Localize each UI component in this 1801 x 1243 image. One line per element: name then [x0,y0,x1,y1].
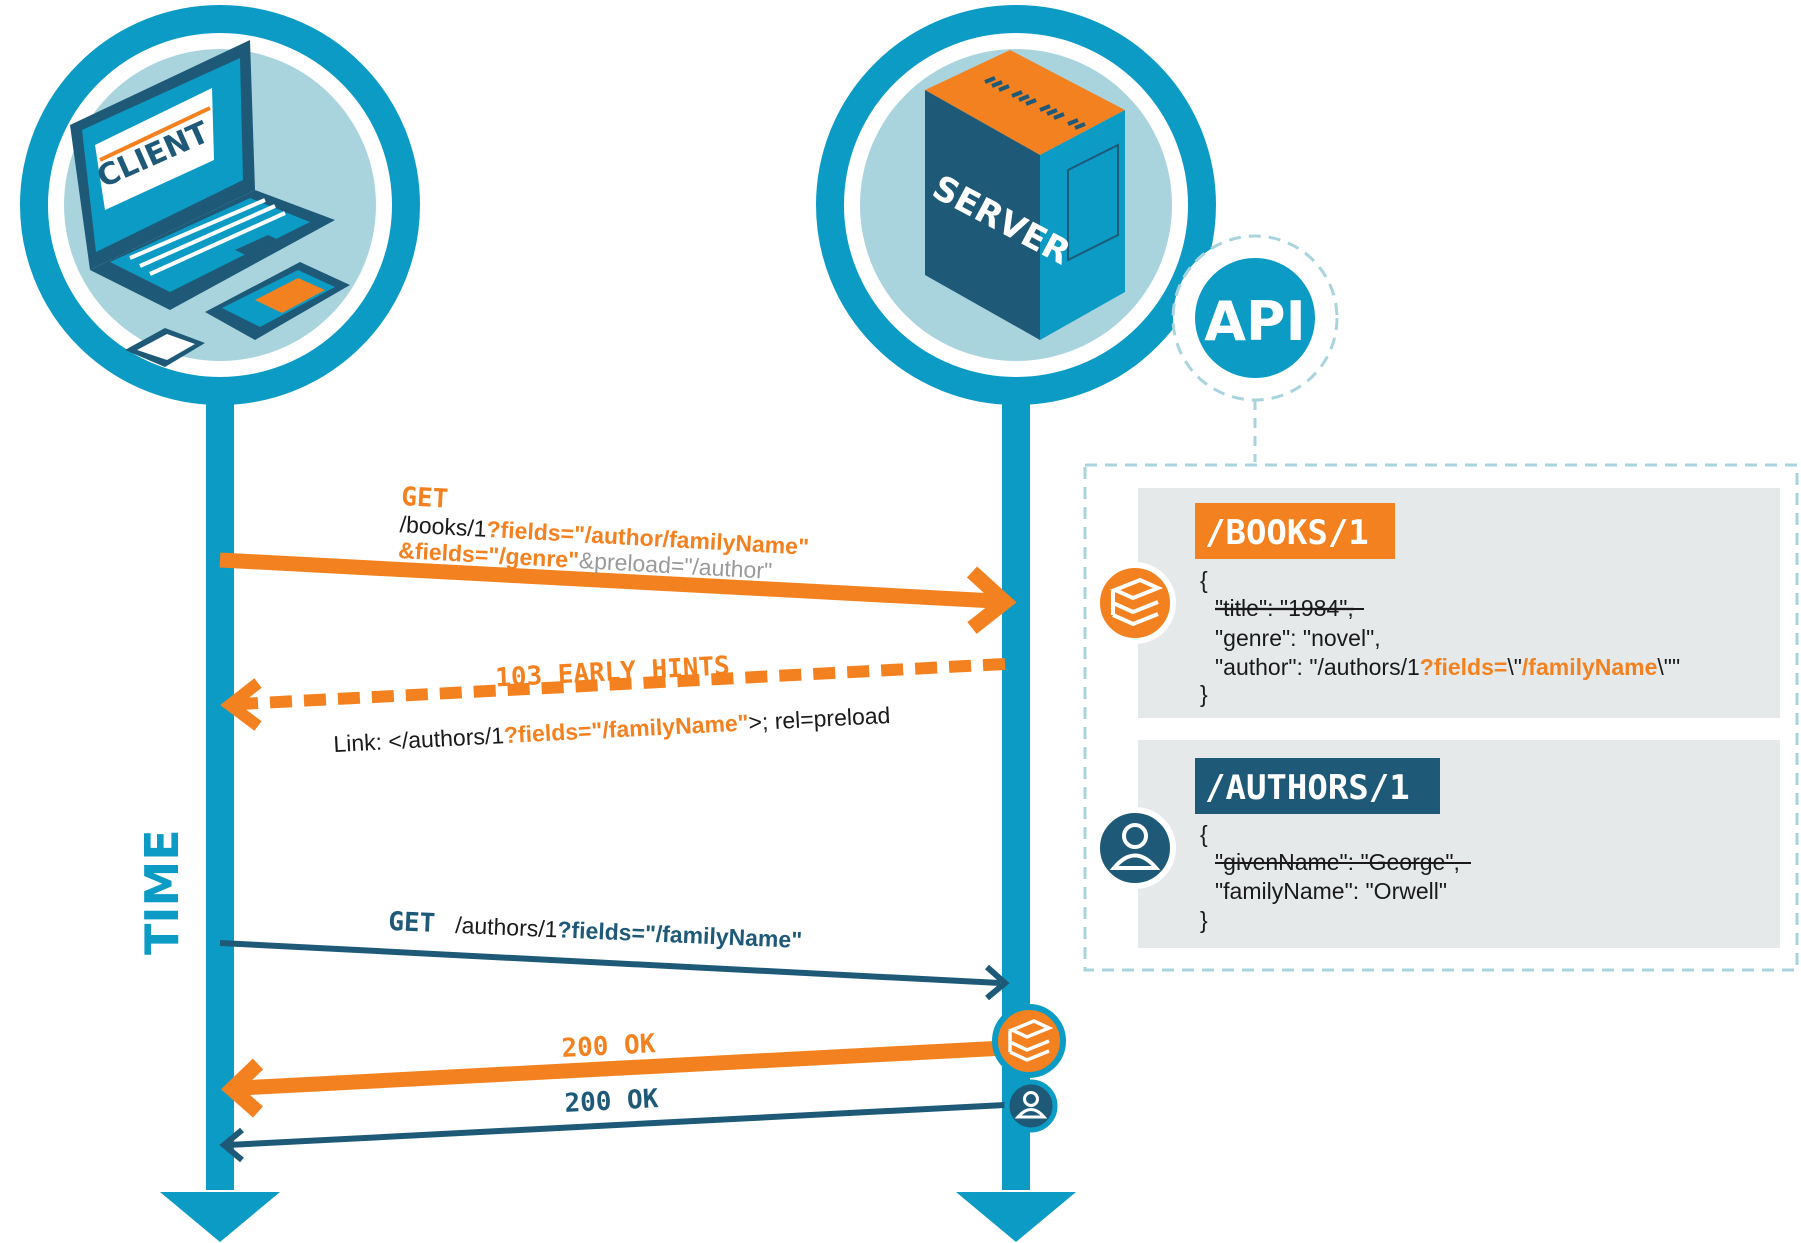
request-authors-arrow [219,940,1010,1001]
authors-code-family: "familyName": "Orwell" [1215,878,1447,904]
early-hints-link-suffix: >; rel=preload [748,702,891,735]
early-hints-link-fields: ?fields="/familyName" [503,709,749,748]
time-label: TIME [135,829,189,955]
authors-code-close: } [1200,907,1208,933]
request-authors-fields: ?fields="/familyName" [557,916,803,953]
early-hints-arrow [220,658,1006,731]
response-authors-icon [1004,1079,1058,1133]
authors-resource-card: /AUTHORS/1 { "givenName": "George", "fam… [1094,740,1780,948]
books-code-open: { [1200,567,1208,593]
user-icon [1094,807,1176,889]
api-badge: API [1171,234,1339,462]
early-hints-link-prefix: Link: </authors/1 [333,722,505,757]
books-code-author: "author": "/authors/1?fields=\"/familyNa… [1215,654,1680,680]
books-resource-title: /BOOKS/1 [1205,513,1369,553]
early-hints-status: 103 EARLY HINTS [494,651,730,693]
request-books-path: /books/1 [399,511,487,542]
server-icon: SERVER [925,50,1125,340]
response-books-status: 200 OK [561,1029,657,1064]
client-node: CLIENT [20,5,420,405]
server-node: SERVER [816,5,1216,405]
books-code-genre: "genre": "novel", [1215,625,1381,651]
request-authors-line: /authors/1?fields="/familyName" [455,912,803,953]
response-authors-status: 200 OK [564,1084,660,1119]
api-resources-panel: /BOOKS/1 { "title": "1984", "genre": "no… [1083,463,1799,972]
books-author-end: " [1672,654,1680,680]
request-authors-path: /authors/1 [455,912,558,942]
books-author-escape-close: \" [1657,654,1672,680]
books-author-escape-open: \" [1507,654,1522,680]
books-code-close: } [1200,681,1208,707]
response-authors-arrow [219,1102,1006,1163]
request-authors-verb: GET [388,907,436,939]
books-icon [1094,562,1176,644]
early-hints-link: Link: </authors/1?fields="/familyName">;… [333,702,891,757]
request-books-arrow [219,552,1017,634]
request-books-verb: GET [400,482,449,515]
authors-resource-title: /AUTHORS/1 [1205,768,1410,808]
client-lifeline [160,400,280,1242]
request-authors-label: GET /authors/1?fields="/familyName" [388,907,803,953]
api-label: API [1204,290,1305,353]
books-author-prefix: "author": "/authors/1 [1215,654,1420,680]
books-author-fields: ?fields= [1420,654,1508,680]
response-books-icon [992,1004,1066,1078]
response-books-arrow [220,1040,1006,1118]
books-author-value: /familyName [1522,654,1658,680]
tablet-icon [205,262,350,340]
authors-code-open: { [1200,821,1208,847]
laptop-icon: CLIENT [70,40,335,310]
phone-icon [125,328,205,367]
books-resource-card: /BOOKS/1 { "title": "1984", "genre": "no… [1094,488,1780,718]
